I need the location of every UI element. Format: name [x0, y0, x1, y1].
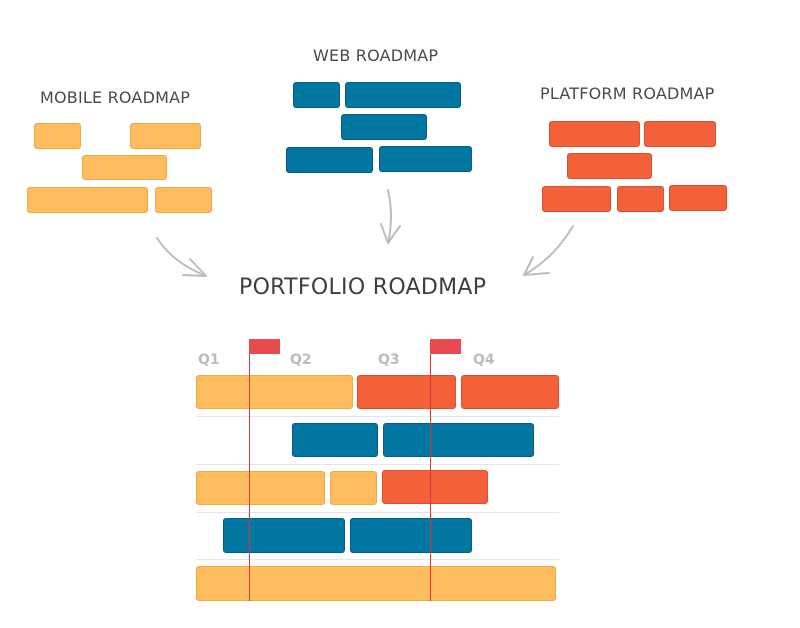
portfolio-task-bar	[357, 375, 456, 409]
platform-task-bar	[549, 121, 640, 147]
portfolio-task-bar	[382, 470, 488, 504]
portfolio-task-bar	[383, 423, 534, 457]
milestone-line	[430, 339, 431, 601]
web-task-bar	[341, 114, 427, 140]
web-task-bar	[293, 82, 340, 108]
row-divider	[196, 512, 559, 513]
mobile-arrowhead-icon	[182, 258, 207, 277]
platform-task-bar	[644, 121, 716, 147]
mobile-task-bar	[34, 123, 81, 149]
mobile-task-bar	[82, 155, 167, 180]
quarter-label-q2: Q2	[290, 352, 312, 368]
web-arrowhead-icon	[380, 223, 401, 244]
platform-task-bar	[542, 186, 611, 212]
portfolio-task-bar	[461, 375, 559, 409]
milestone-flag-icon	[249, 339, 280, 354]
web-task-bar	[286, 147, 373, 173]
row-divider	[196, 464, 559, 465]
mobile-roadmap-label: MOBILE ROADMAP	[40, 88, 191, 107]
platform-arrowhead-icon	[523, 256, 550, 276]
web-task-bar	[345, 82, 461, 108]
portfolio-task-bar	[223, 518, 345, 553]
portfolio-task-bar	[196, 566, 556, 601]
mobile-arrow-icon	[156, 237, 207, 277]
web-task-bar	[379, 146, 472, 172]
platform-task-bar	[567, 153, 652, 179]
row-divider	[196, 416, 559, 417]
quarter-label-q3: Q3	[378, 352, 400, 368]
mobile-task-bar	[155, 187, 212, 213]
quarter-label-q1: Q1	[198, 352, 220, 368]
milestone-flag-icon	[430, 339, 461, 354]
web-roadmap-label: WEB ROADMAP	[313, 46, 439, 65]
web-arrow-icon	[387, 189, 392, 244]
mobile-task-bar	[130, 123, 201, 149]
portfolio-roadmap-title: PORTFOLIO ROADMAP	[239, 275, 487, 300]
row-divider	[196, 559, 559, 560]
mobile-task-bar	[27, 187, 148, 213]
quarter-label-q4: Q4	[473, 352, 495, 368]
portfolio-task-bar	[196, 375, 353, 409]
platform-task-bar	[669, 185, 727, 211]
portfolio-task-bar	[330, 471, 377, 505]
portfolio-task-bar	[350, 518, 472, 553]
portfolio-task-bar	[292, 423, 378, 457]
milestone-line	[249, 339, 250, 601]
portfolio-task-bar	[196, 471, 325, 505]
platform-arrow-icon	[523, 225, 574, 276]
platform-roadmap-label: PLATFORM ROADMAP	[540, 84, 715, 103]
platform-task-bar	[617, 186, 664, 212]
